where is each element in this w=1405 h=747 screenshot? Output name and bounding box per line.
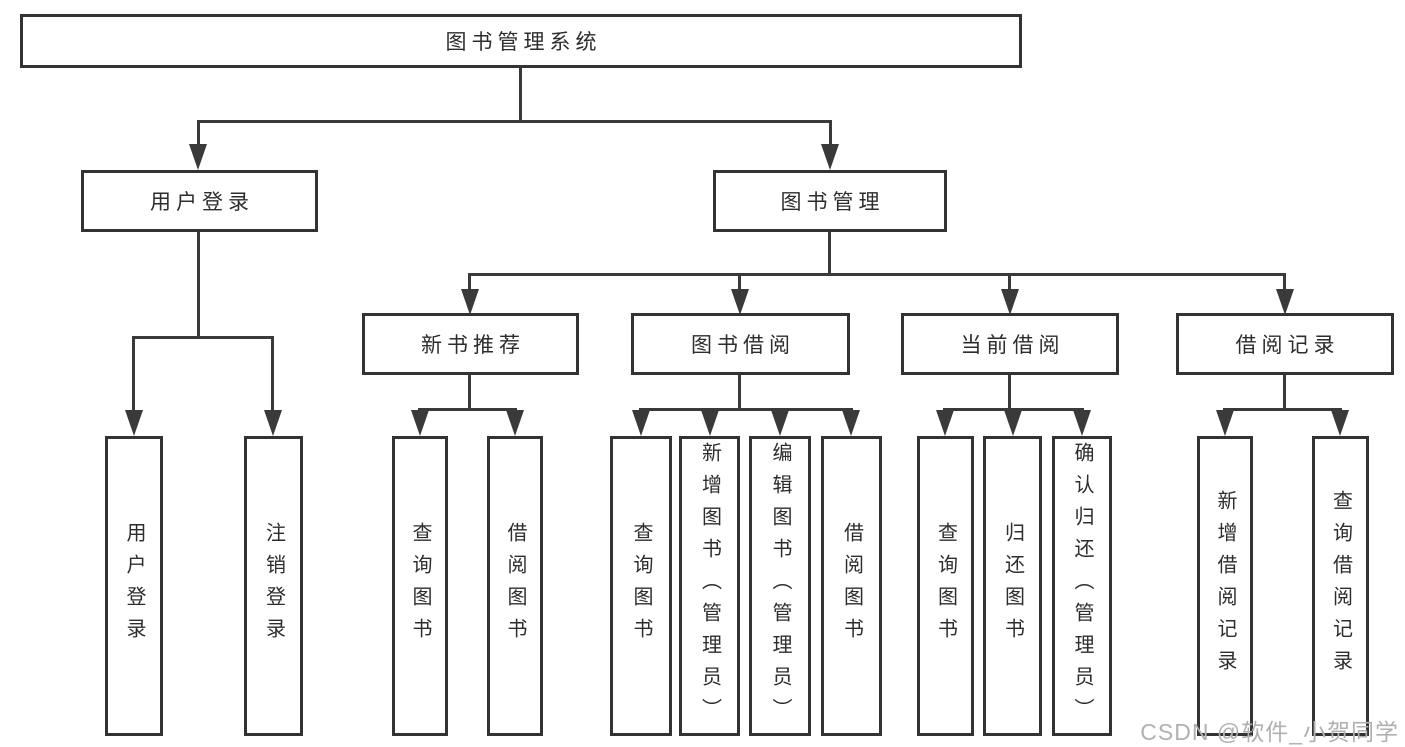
leaf-return-books: 归还图书 <box>983 436 1042 736</box>
arrow-down <box>125 410 143 436</box>
node-label: 图书管理系统 <box>445 31 602 54</box>
arrow-down <box>411 410 429 436</box>
leaf-query-books: 查询图书 <box>917 436 974 736</box>
node-borrowing-records: 借阅记录 <box>1176 313 1394 375</box>
arrow-down <box>1216 410 1234 436</box>
leaf-label: 查询借阅记录 <box>1329 490 1352 682</box>
leaf-query-books: 查询图书 <box>392 436 448 736</box>
connector-line <box>1283 375 1286 408</box>
node-book-management: 图书管理 <box>713 170 947 232</box>
node-label: 图书借阅 <box>691 334 795 357</box>
leaf-label: 用户登录 <box>123 522 145 650</box>
leaf-edit-books-admin: 编辑图书（管理员） <box>749 436 811 736</box>
leaf-user-login: 用户登录 <box>105 436 163 736</box>
connector-line <box>738 375 741 408</box>
leaf-label: 注销登录 <box>262 522 285 650</box>
leaf-label: 查询图书 <box>409 522 431 650</box>
arrow-down <box>1276 289 1294 315</box>
connector-line <box>1008 273 1011 291</box>
arrow-down <box>189 144 207 170</box>
leaf-add-borrow-record: 新增借阅记录 <box>1197 436 1253 736</box>
connector-line <box>132 336 135 412</box>
arrow-down <box>701 410 719 436</box>
leaf-label: 新增借阅记录 <box>1214 490 1236 682</box>
leaf-label: 新增图书（管理员） <box>698 442 721 730</box>
connector-line <box>738 273 741 291</box>
connector-line <box>639 408 853 411</box>
node-user-login: 用户登录 <box>81 170 318 232</box>
leaf-query-books: 查询图书 <box>610 436 672 736</box>
connector-line <box>197 232 200 336</box>
leaf-label: 查询图书 <box>630 522 652 650</box>
arrow-down <box>264 410 282 436</box>
node-library-management-system: 图书管理系统 <box>20 14 1022 68</box>
connector-line <box>132 336 274 339</box>
arrow-down <box>461 289 479 315</box>
node-book-borrowing: 图书借阅 <box>631 313 850 375</box>
connector-line <box>1223 408 1342 411</box>
connector-line <box>418 408 517 411</box>
arrow-down <box>936 410 954 436</box>
connector-line <box>829 120 832 146</box>
arrow-down <box>1004 410 1022 436</box>
connector-line <box>519 68 522 120</box>
leaf-query-borrow-record: 查询借阅记录 <box>1312 436 1369 736</box>
leaf-label: 编辑图书（管理员） <box>769 442 791 730</box>
node-current-borrowing: 当前借阅 <box>901 313 1119 375</box>
connector-line <box>197 120 200 146</box>
leaf-logout: 注销登录 <box>244 436 303 736</box>
connector-line <box>271 336 274 412</box>
arrow-down <box>821 144 839 170</box>
connector-line <box>468 273 471 291</box>
node-label: 当前借阅 <box>960 334 1065 357</box>
leaf-label: 借阅图书 <box>504 522 526 650</box>
leaf-add-books-admin: 新增图书（管理员） <box>679 436 740 736</box>
connector-line <box>468 375 471 408</box>
node-label: 新书推荐 <box>421 334 525 357</box>
node-label: 借阅记录 <box>1235 334 1340 357</box>
leaf-label: 查询图书 <box>934 522 957 650</box>
arrow-down <box>632 410 650 436</box>
arrow-down <box>1001 289 1019 315</box>
leaf-label: 归还图书 <box>1001 522 1024 650</box>
leaf-label: 确认归还（管理员） <box>1071 442 1093 730</box>
node-new-book-recommendation: 新书推荐 <box>362 313 579 375</box>
leaf-confirm-return-admin: 确认归还（管理员） <box>1052 436 1112 736</box>
connector-line <box>943 408 1084 411</box>
arrow-down <box>731 289 749 315</box>
connector-line <box>828 232 831 273</box>
connector-line <box>468 273 1286 276</box>
node-label: 图书管理 <box>780 191 885 214</box>
arrow-down <box>842 410 860 436</box>
connector-line <box>197 120 832 123</box>
connector-line <box>1283 273 1286 291</box>
arrow-down <box>771 410 789 436</box>
arrow-down <box>506 410 524 436</box>
leaf-label: 借阅图书 <box>840 522 863 650</box>
leaf-borrow-books: 借阅图书 <box>487 436 543 736</box>
arrow-down <box>1073 410 1091 436</box>
leaf-borrow-books: 借阅图书 <box>821 436 882 736</box>
arrow-down <box>1331 410 1349 436</box>
connector-line <box>1008 375 1011 408</box>
csdn-watermark: CSDN @软件_小贺同学 <box>1140 719 1399 745</box>
node-label: 用户登录 <box>150 191 254 214</box>
